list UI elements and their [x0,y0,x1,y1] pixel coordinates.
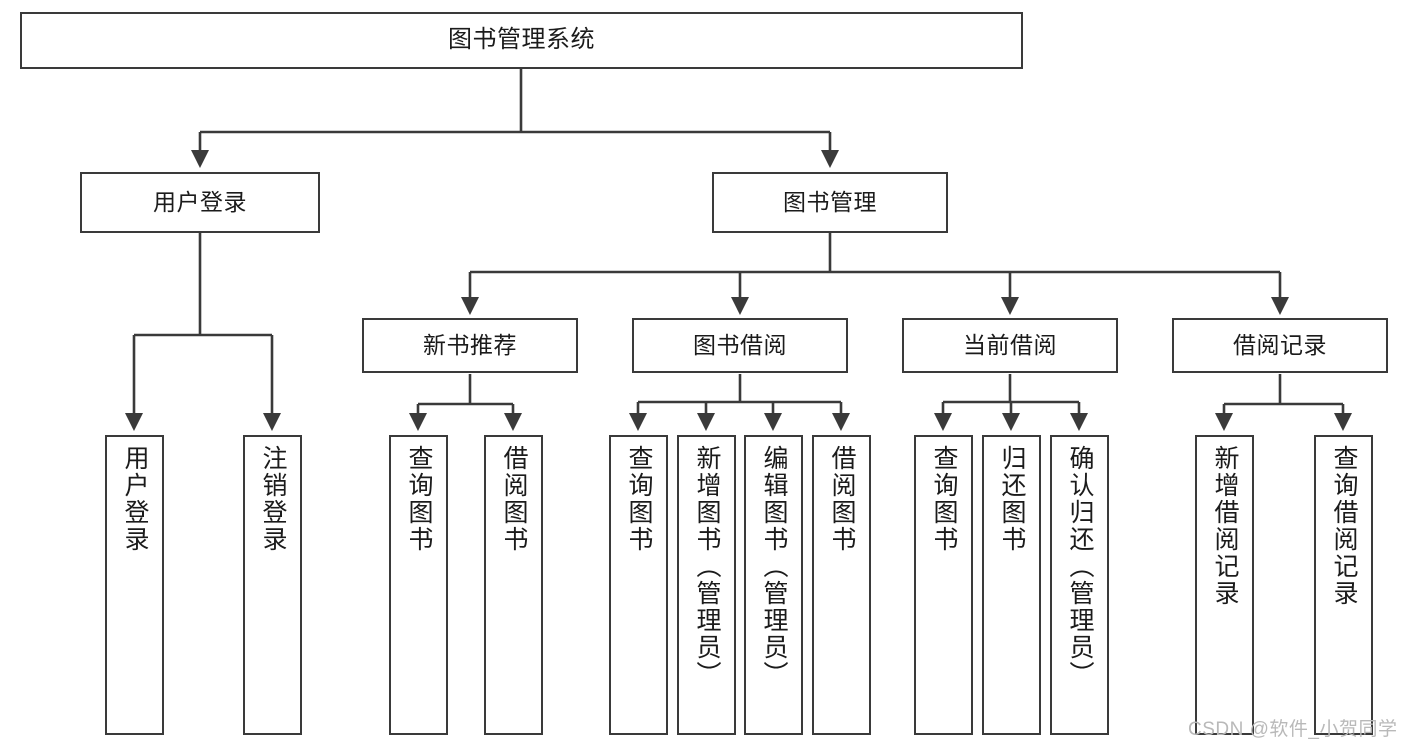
leaf-borrow-book-2[interactable]: 借阅图书 [812,435,871,735]
node-book-manage-label: 图书管理 [783,188,877,215]
leaf-add-book[interactable]: 新增图书（管理员） [677,435,736,735]
csdn-watermark: CSDN @软件_小贺同学 [1188,719,1398,740]
node-new-book-recommend[interactable]: 新书推荐 [362,318,578,373]
leaf-user-login[interactable]: 用户登录 [105,435,164,735]
leaf-return-book-label: 归还图书 [998,445,1026,553]
leaf-query-record-label: 查询借阅记录 [1330,445,1358,607]
node-current-borrow[interactable]: 当前借阅 [902,318,1118,373]
node-user-login[interactable]: 用户登录 [80,172,320,233]
node-root[interactable]: 图书管理系统 [20,12,1023,69]
leaf-query-book-1-label: 查询图书 [405,445,433,553]
node-root-label: 图书管理系统 [448,26,595,54]
leaf-logout-label: 注销登录 [259,445,287,553]
leaf-edit-book-label: 编辑图书（管理员） [760,445,788,688]
leaf-borrow-book-2-label: 借阅图书 [828,445,856,553]
leaf-query-record[interactable]: 查询借阅记录 [1314,435,1373,735]
leaf-query-book-2[interactable]: 查询图书 [609,435,668,735]
leaf-query-book-1[interactable]: 查询图书 [389,435,448,735]
leaf-edit-book[interactable]: 编辑图书（管理员） [744,435,803,735]
leaf-user-login-label: 用户登录 [121,445,149,553]
leaf-add-book-label: 新增图书（管理员） [693,445,721,688]
leaf-confirm-return[interactable]: 确认归还（管理员） [1050,435,1109,735]
leaf-logout[interactable]: 注销登录 [243,435,302,735]
node-current-borrow-label: 当前借阅 [963,331,1057,358]
leaf-confirm-return-label: 确认归还（管理员） [1066,445,1094,688]
leaf-return-book[interactable]: 归还图书 [982,435,1041,735]
leaf-borrow-book-1-label: 借阅图书 [500,445,528,553]
node-borrow-record-label: 借阅记录 [1233,331,1327,358]
leaf-add-record[interactable]: 新增借阅记录 [1195,435,1254,735]
leaf-borrow-book-1[interactable]: 借阅图书 [484,435,543,735]
node-user-login-label: 用户登录 [153,188,247,215]
node-new-book-recommend-label: 新书推荐 [423,331,517,358]
node-book-manage[interactable]: 图书管理 [712,172,948,233]
node-book-borrow[interactable]: 图书借阅 [632,318,848,373]
leaf-add-record-label: 新增借阅记录 [1211,445,1239,607]
node-book-borrow-label: 图书借阅 [693,331,787,358]
leaf-query-book-3-label: 查询图书 [930,445,958,553]
leaf-query-book-3[interactable]: 查询图书 [914,435,973,735]
leaf-query-book-2-label: 查询图书 [625,445,653,553]
node-borrow-record[interactable]: 借阅记录 [1172,318,1388,373]
